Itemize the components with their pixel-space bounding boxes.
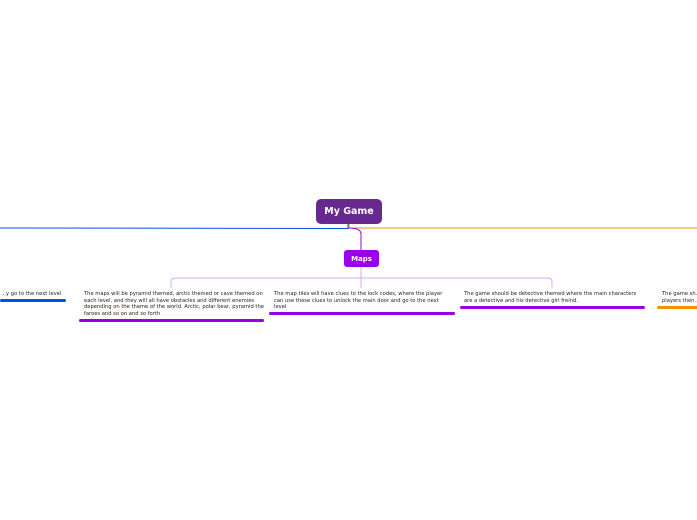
leaf-1-bar [79,319,264,322]
leaf-3-bar [460,306,645,309]
leaf-text: ...y go to the next level [1,291,62,297]
leaf-0[interactable]: ...y go to the next level [1,291,77,298]
leaf-1[interactable]: The maps will be pyramid themed, arctic … [84,291,264,317]
bracket-line [170,267,553,288]
leaf-text: The game sh... players then... [662,291,697,304]
leaf-text: The game should be detective themed wher… [464,291,637,304]
root-label: My Game [324,206,374,217]
leaf-3[interactable]: The game should be detective themed wher… [464,291,644,304]
maps-connector [348,227,362,250]
leaf-4[interactable]: The game sh... players then... [662,291,697,304]
leaf-2-bar [269,312,455,315]
leaf-2[interactable]: The map tiles will have clues to the loc… [274,291,452,311]
right-connector [348,224,697,229]
leaf-4-bar [657,306,697,309]
leaf-text: The map tiles will have clues to the loc… [274,291,443,311]
left-connector [0,224,349,230]
root-node[interactable]: My Game [316,199,382,224]
maps-node[interactable]: Maps [344,250,379,267]
maps-label: Maps [351,254,372,263]
leaf-0-bar [0,299,66,302]
leaf-text: The maps will be pyramid themed, arctic … [84,291,264,317]
